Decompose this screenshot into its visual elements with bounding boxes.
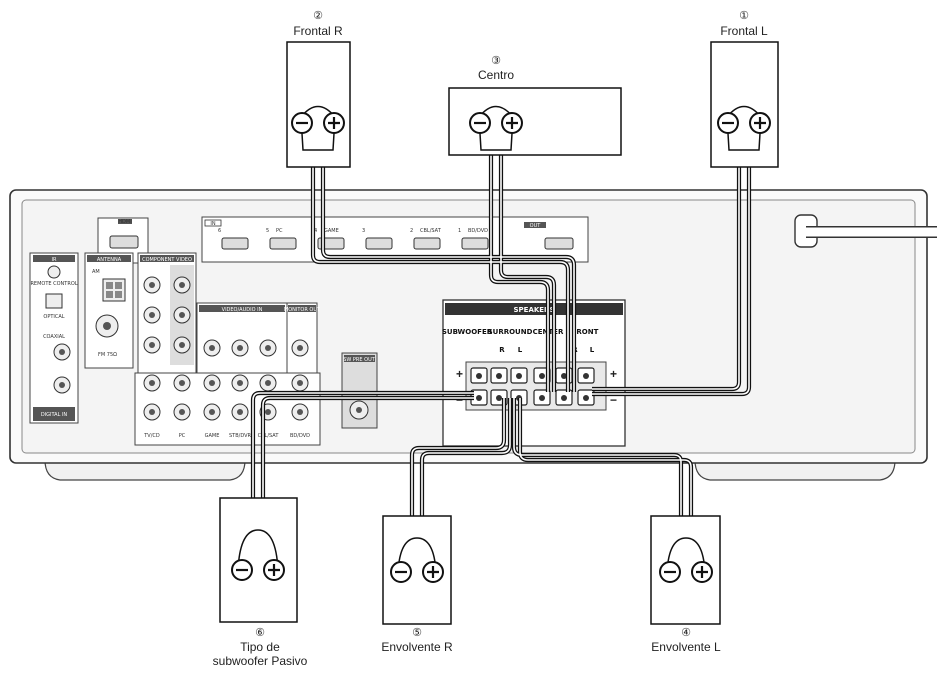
hdmi-in-number: 4 <box>314 228 317 234</box>
coaxial-label: COAXIAL <box>43 334 65 340</box>
plus-label-right: + <box>610 367 617 381</box>
surround-left-label: Envolvente L <box>651 640 721 654</box>
speaker-center: ③ Centro <box>448 55 622 156</box>
antenna-section: ANTENNA AM FM 75Ω <box>84 252 134 369</box>
hdmi-in-name: BD/DVD <box>468 228 488 234</box>
power-cord <box>794 214 937 248</box>
audio-in-label: PC <box>179 433 186 439</box>
hdmi-in-number: 1 <box>458 228 461 234</box>
surround-right-label: Envolvente R <box>381 640 453 654</box>
hdmi-in-port <box>269 237 297 250</box>
hdmi-in-port <box>221 237 249 250</box>
remote-label: REMOTE CONTROL <box>30 281 77 287</box>
audio-in-label: CBL/SAT <box>258 433 280 439</box>
monitor-label: MONITOR OUT <box>284 307 321 313</box>
hdmi-in-name: PC <box>276 228 283 234</box>
hdmi-in-number: 5 <box>266 228 269 234</box>
audio-in-label: BD/DVD <box>290 433 310 439</box>
hdmi-in-port <box>461 237 489 250</box>
component-label: COMPONENT VIDEO <box>142 257 192 263</box>
center-number: ③ <box>491 55 501 67</box>
hdmi-in-number: 2 <box>410 228 413 234</box>
video-audio-label: VIDEO/AUDIO IN <box>222 307 263 313</box>
speaker-front-right: ② Frontal R <box>286 10 351 168</box>
hdmi-out-label: OUT <box>530 223 542 229</box>
speaker-front-left: ① Frontal L <box>710 10 779 168</box>
front-right-number: ② <box>313 10 323 22</box>
am-label: AM <box>92 269 100 275</box>
speakers-title: SPEAKERS <box>513 306 554 314</box>
digital-in-section: IR REMOTE CONTROL OPTICAL COAXIAL DIGITA… <box>29 252 79 424</box>
hdmi-in-name: CBL/SAT <box>420 228 442 234</box>
audio-in-label: GAME <box>205 433 220 439</box>
surround-left-number: ④ <box>681 627 691 639</box>
minus-label-right: − <box>610 393 617 407</box>
ir-label: IR <box>52 257 57 263</box>
receiver-foot-right <box>694 459 896 481</box>
hdmi-in-label: IN <box>210 221 215 227</box>
plus-label-left: + <box>456 367 463 381</box>
audio-in-label: STB/DVR <box>229 433 252 439</box>
speaker-column-label: SURROUND <box>488 328 533 336</box>
hdmi-in-number: 3 <box>362 228 365 234</box>
receiver-foot-left <box>44 459 246 481</box>
speaker-surround-left: ④ Envolvente L <box>650 515 721 654</box>
speaker-channel-label: L <box>518 346 523 354</box>
subwoofer-number: ⑥ <box>255 627 265 639</box>
speaker-wires <box>250 123 752 572</box>
subwoofer-label-line1: Tipo de <box>240 640 280 654</box>
hdmi-in-port <box>413 237 441 250</box>
hdmi-arc-port <box>109 235 139 249</box>
hdmi-in-name: GAME <box>324 228 339 234</box>
subwoofer-label-line2: subwoofer Pasivo <box>213 654 308 668</box>
front-right-label: Frontal R <box>293 24 343 38</box>
center-label: Centro <box>478 68 514 82</box>
speaker-column-label: SUBWOOFER <box>442 328 493 336</box>
digital-in-label: DIGITAL IN <box>41 412 68 418</box>
sub-pre-out-label: SW PRE OUT <box>343 357 376 363</box>
hdmi-in-port <box>365 237 393 250</box>
speaker-column-label: FRONT <box>572 328 599 336</box>
hdmi-out-port <box>544 237 574 250</box>
hdmi-in-number: 6 <box>218 228 221 234</box>
subwoofer-pre-out-section: SW PRE OUT <box>341 352 378 429</box>
speaker-channel-label: L <box>590 346 595 354</box>
speaker-channel-label: R <box>499 346 505 354</box>
optical-label: OPTICAL <box>43 314 64 320</box>
audio-in-label: TV/CD <box>143 433 160 439</box>
surround-right-number: ⑤ <box>412 627 422 639</box>
fm-label: FM 75Ω <box>98 352 117 358</box>
component-video-section: COMPONENT VIDEO <box>137 252 197 374</box>
speaker-surround-right: ⑤ Envolvente R <box>381 515 453 654</box>
video-audio-in-section: VIDEO/AUDIO IN MONITOR OUT TV/CD PC GAME ST… <box>134 302 321 446</box>
front-left-label: Frontal L <box>720 24 768 38</box>
hdmi-label: HDMI <box>118 219 131 225</box>
front-left-number: ① <box>739 10 749 22</box>
speaker-subwoofer: ⑥ Tipo de subwoofer Pasivo <box>213 497 308 668</box>
antenna-label: ANTENNA <box>97 257 122 263</box>
